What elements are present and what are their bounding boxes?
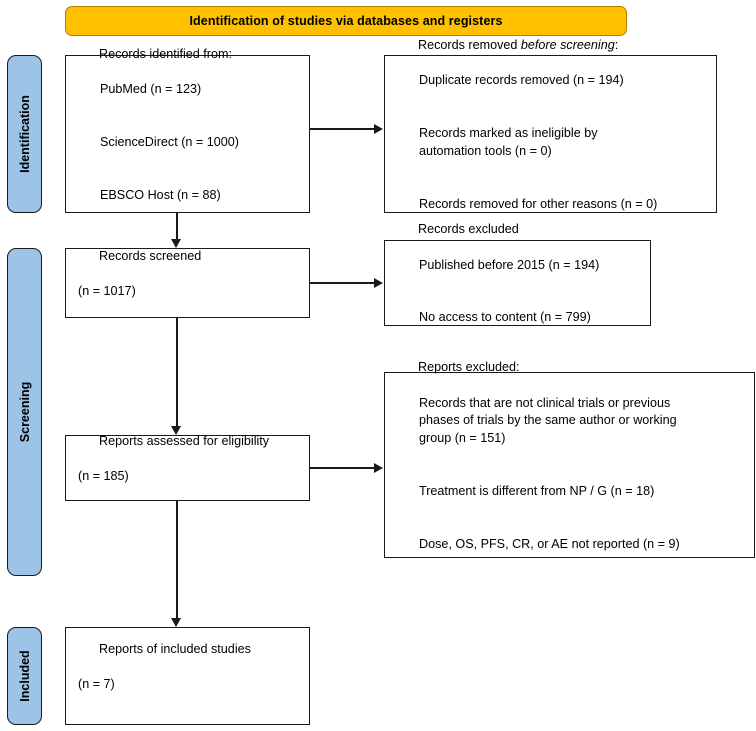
banner-label: Identification of studies via databases …: [189, 14, 503, 28]
box-records-excluded: Records excluded Published before 2015 (…: [384, 222, 651, 326]
arrowhead-identified-to-screened: [171, 239, 181, 248]
reports-excluded-item-1: Treatment is different from NP / G (n = …: [419, 483, 655, 498]
records-removed-item-0: Duplicate records removed (n = 194): [419, 73, 624, 88]
records-identified-heading: Records identified from:: [99, 46, 232, 61]
box-records-identified: Records identified from: PubMed (n = 123…: [65, 47, 310, 213]
phase-rail-included-label: Included: [17, 650, 32, 702]
phase-rail-identification: Identification: [7, 55, 42, 213]
records-screened-line-2: (n = 1017): [78, 284, 136, 298]
records-identified-item-2: EBSCO Host (n = 88): [100, 187, 221, 202]
arrowhead-screened-to-records-excluded: [374, 277, 383, 288]
box-records-screened: Records screened (n = 1017): [65, 248, 310, 318]
phase-rail-screening: Screening: [7, 248, 42, 576]
records-excluded-heading: Records excluded: [418, 222, 519, 237]
arrowhead-eligibility-to-included: [171, 618, 181, 627]
phase-rail-included: Included: [7, 627, 42, 725]
reports-excluded-item-2: Dose, OS, PFS, CR, or AE not reported (n…: [419, 536, 680, 551]
records-removed-heading-italic: before screening: [520, 38, 615, 53]
records-removed-heading: Records removed before screening:: [418, 38, 618, 52]
box-reports-excluded-text: Reports excluded: Records that are not c…: [397, 342, 680, 589]
records-identified-item-0: PubMed (n = 123): [100, 82, 202, 97]
box-reports-excluded: Reports excluded: Records that are not c…: [384, 360, 755, 558]
records-excluded-item-1: No access to content (n = 799): [419, 310, 591, 325]
box-reports-assessed-for-eligibility: Reports assessed for eligibility (n = 18…: [65, 434, 310, 501]
connector-eligibility-to-reports-excluded: [310, 467, 375, 469]
connector-screened-to-records-excluded: [310, 282, 375, 284]
diagram-banner-title: Identification of studies via databases …: [65, 6, 627, 36]
connector-eligibility-to-included: [176, 501, 178, 619]
reports-assessed-line-2: (n = 185): [78, 469, 129, 483]
records-removed-item-1: Records marked as ineligible by automati…: [419, 126, 598, 158]
box-records-screened-text: Records screened (n = 1017): [78, 230, 201, 336]
arrowhead-eligibility-to-reports-excluded: [374, 462, 383, 473]
phase-rail-screening-label: Screening: [17, 381, 32, 443]
connector-identified-to-screened: [176, 213, 178, 240]
connector-identified-to-removed: [310, 128, 375, 130]
records-removed-heading-post: :: [614, 38, 619, 53]
box-reports-of-included-studies: Reports of included studies (n = 7): [65, 627, 310, 725]
box-records-removed-before-screening: Records removed before screening: Duplic…: [384, 38, 717, 213]
box-reports-assessed-text: Reports assessed for eligibility (n = 18…: [78, 415, 269, 521]
box-records-removed-text: Records removed before screening: Duplic…: [397, 19, 657, 248]
records-identified-item-1: ScienceDirect (n = 1000): [100, 135, 239, 149]
included-line-2: (n = 7): [78, 677, 115, 691]
box-records-identified-text: Records identified from: PubMed (n = 123…: [78, 28, 239, 240]
reports-excluded-heading: Reports excluded:: [418, 360, 520, 375]
records-screened-line-1: Records screened: [99, 248, 202, 263]
included-line-1: Reports of included studies: [99, 641, 251, 656]
arrowhead-identified-to-removed: [374, 123, 383, 134]
phase-rail-identification-label: Identification: [17, 95, 32, 173]
arrowhead-screened-to-eligibility: [171, 426, 181, 435]
records-excluded-item-0: Published before 2015 (n = 194): [419, 257, 600, 272]
box-records-excluded-text: Records excluded Published before 2015 (…: [397, 204, 599, 363]
reports-assessed-line-1: Reports assessed for eligibility: [99, 433, 270, 448]
box-included-text: Reports of included studies (n = 7): [78, 623, 251, 729]
records-removed-heading-pre: Records removed: [418, 38, 521, 53]
records-removed-item-2: Records removed for other reasons (n = 0…: [419, 196, 658, 211]
connector-screened-to-eligibility: [176, 318, 178, 427]
reports-excluded-item-0: Records that are not clinical trials or …: [419, 395, 677, 445]
